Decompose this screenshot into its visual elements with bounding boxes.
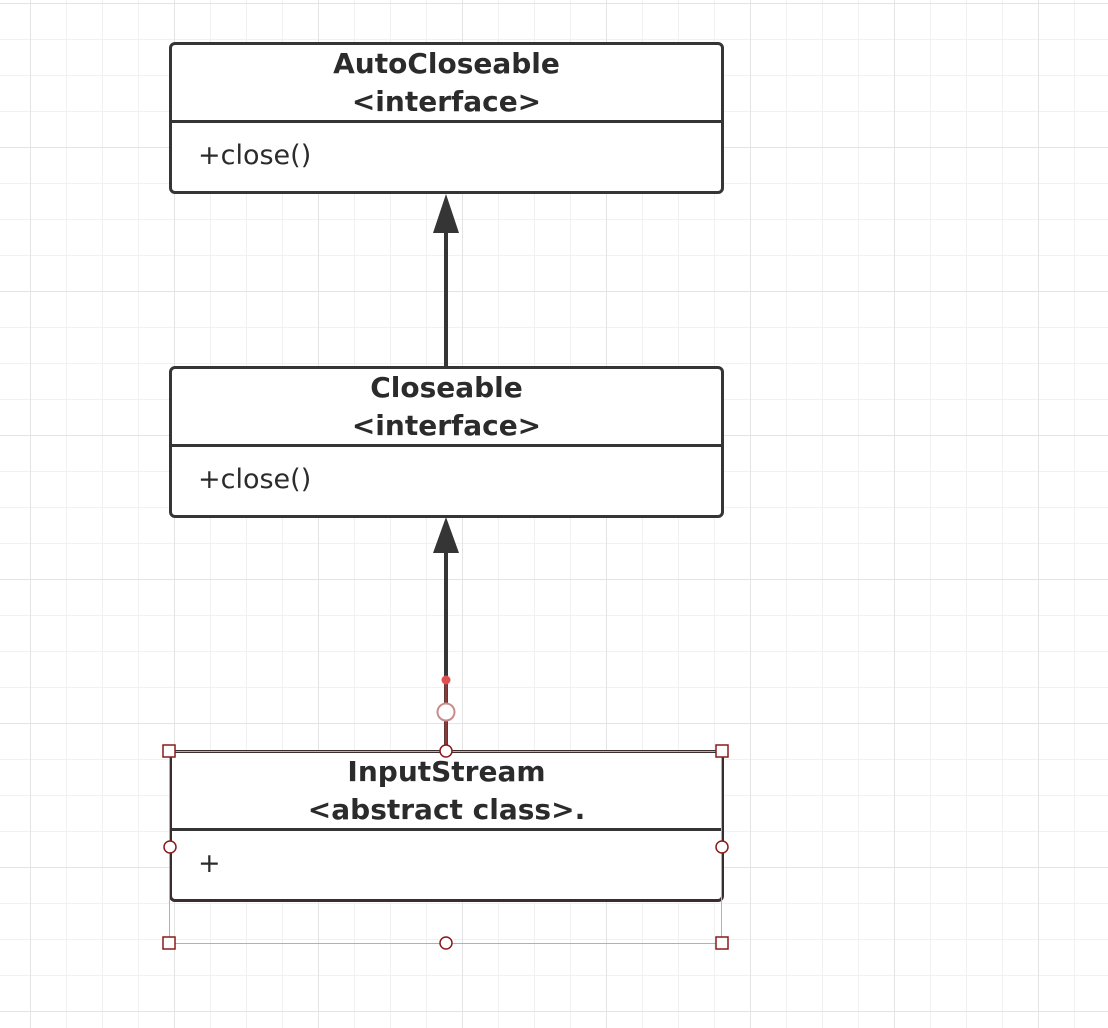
class-members: +close() (172, 447, 721, 511)
member-placeholder[interactable]: + (198, 847, 221, 879)
class-members: + (172, 831, 721, 895)
class-stereotype[interactable]: <abstract class>. (307, 792, 586, 826)
arrow-head-triangle (433, 517, 459, 553)
class-stereotype[interactable]: <interface> (351, 408, 542, 442)
resize-handle-top[interactable] (439, 744, 453, 758)
resize-handle-bottom[interactable] (439, 936, 453, 950)
class-members: +close() (172, 123, 721, 187)
resize-handle-bottom-right[interactable] (715, 936, 729, 950)
class-name[interactable]: Closeable (370, 370, 523, 404)
class-autocloseable[interactable]: AutoCloseable <interface> +close() (169, 42, 724, 194)
connection-point-dot[interactable] (441, 675, 451, 685)
class-name[interactable]: AutoCloseable (333, 46, 560, 80)
resize-handle-top-right[interactable] (715, 744, 729, 758)
class-closeable[interactable]: Closeable <interface> +close() (169, 366, 724, 518)
member-close[interactable]: +close() (198, 463, 312, 495)
class-inputstream[interactable]: InputStream <abstract class>. + (169, 750, 724, 902)
class-header: Closeable <interface> (172, 369, 721, 447)
arrow-closeable-to-autocloseable[interactable] (433, 194, 459, 366)
resize-handle-left[interactable] (163, 840, 177, 854)
class-name[interactable]: InputStream (347, 754, 546, 788)
class-stereotype[interactable]: <interface> (351, 84, 542, 118)
resize-handle-top-left[interactable] (162, 744, 176, 758)
resize-handle-bottom-left[interactable] (162, 936, 176, 950)
class-header: AutoCloseable <interface> (172, 45, 721, 123)
arrow-head-triangle (433, 194, 459, 233)
resize-handle-right[interactable] (715, 840, 729, 854)
rotate-handle[interactable] (436, 702, 456, 722)
member-close[interactable]: +close() (198, 139, 312, 171)
class-header: InputStream <abstract class>. (172, 753, 721, 831)
